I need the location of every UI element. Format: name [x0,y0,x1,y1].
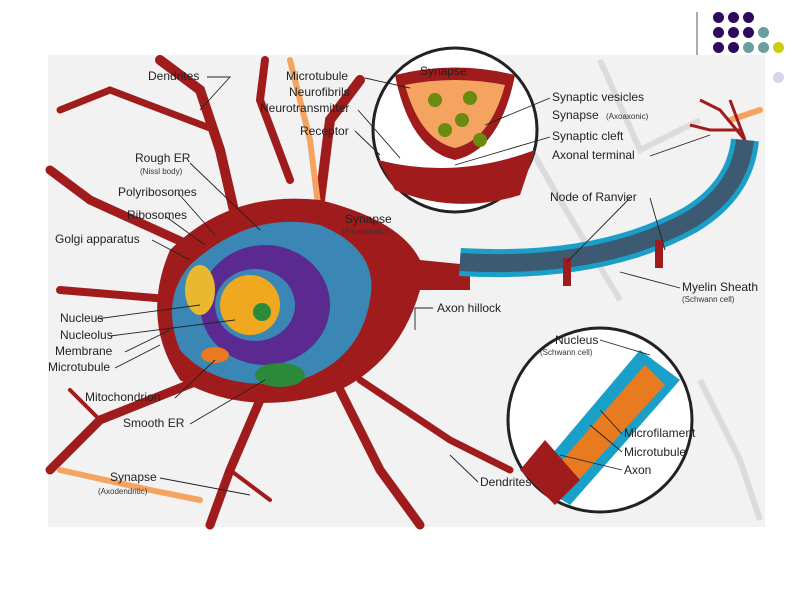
smooth-er [255,363,305,387]
label-synapse-axodendritic-sub: (Axodendritic) [98,487,148,496]
label-synapse-axoaxonic-sub: (Axoaxonic) [606,112,649,121]
leader-lines [95,76,711,496]
label-myelin-sheath: Myelin Sheath [682,280,758,294]
label-synaptic-cleft: Synaptic cleft [552,129,624,143]
axonal-terminal [689,98,747,141]
label-smooth-er: Smooth ER [123,416,185,430]
label-axon-hillock: Axon hillock [437,301,502,315]
label-axon: Axon [624,463,651,477]
decor-dot [773,72,784,83]
label-rough-er-sub: (Nissl body) [140,167,183,176]
label-polyribosomes: Polyribosomes [118,185,197,199]
label-myelin-sheath-sub: (Schwann cell) [682,295,735,304]
axon-core [545,365,665,495]
decor-dot [728,27,739,38]
label-synapse-top: Synapse [420,64,467,78]
label-synapse-axodendritic: Synapse [110,470,157,484]
axon [459,138,754,273]
decor-dot [743,42,754,53]
nucleolus [253,303,271,321]
label-synaptic-vesicles: Synaptic vesicles [552,90,644,104]
label-synapse-axosomatic: Synapse [345,212,392,226]
label-dendrites-top: Dendrites [148,69,199,83]
label-nucleolus: Nucleolus [60,328,113,342]
label-microtubule-inset: Microtubule [624,445,686,459]
slide-divider-line [696,12,698,56]
decor-dot [728,42,739,53]
mitochondrion [201,347,229,363]
postsynaptic-membrane [378,150,535,204]
decor-dot [773,42,784,53]
synaptic-vesicles [428,91,487,147]
node-of-ranvier [655,240,663,268]
label-receptor: Receptor [300,124,349,138]
label-membrane: Membrane [55,344,113,358]
label-microtubule-left: Microtubule [48,360,110,374]
label-neurofibrils: Neurofibrils [289,85,350,99]
golgi-apparatus [185,265,215,315]
decor-dot [758,27,769,38]
label-axonal-terminal: Axonal terminal [552,148,635,162]
node-of-ranvier [563,258,571,286]
label-rough-er: Rough ER [135,151,191,165]
nucleus [220,275,280,335]
diagram-labels: Dendrites Rough ER (Nissl body) Polyribo… [48,64,758,496]
label-ribosomes: Ribosomes [127,208,187,222]
axon-cut-end [520,440,580,505]
decor-dot [743,27,754,38]
label-microtubule-top: Microtubule [286,69,348,83]
label-golgi: Golgi apparatus [55,232,140,246]
label-mitochondrion: Mitochondrion [85,390,160,404]
label-synapse-axosomatic-sub: (Axosomatic) [342,227,389,236]
label-nucleus: Nucleus [60,311,103,325]
label-node-of-ranvier: Node of Ranvier [550,190,637,204]
label-schwann-nucleus-sub: (Schwann cell) [540,348,593,357]
label-dendrites-bottom: Dendrites [480,475,531,489]
decor-dot [743,12,754,23]
label-synapse-axoaxonic: Synapse [552,108,599,122]
decor-dot [728,12,739,23]
label-schwann-nucleus: Nucleus [555,333,598,347]
decor-dot [713,12,724,23]
decor-dot [713,27,724,38]
decor-dot [713,42,724,53]
label-neurotransmitter: Neurotransmitter [260,101,349,115]
label-microfilament: Microfilament [624,426,696,440]
decor-dot [758,42,769,53]
synapse-terminals [57,57,763,503]
